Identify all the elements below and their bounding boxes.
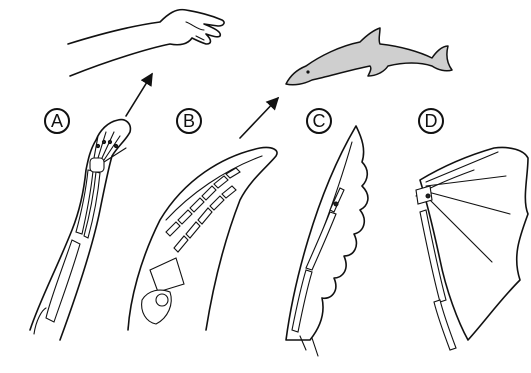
human-arm-skeleton — [30, 120, 130, 340]
arrow-to-human-arm — [126, 74, 152, 116]
label-a: A — [44, 108, 70, 134]
human-arm-outline — [68, 10, 224, 76]
label-c: C — [306, 108, 332, 134]
label-b: B — [176, 108, 202, 134]
arrow-to-dolphin — [240, 98, 278, 138]
bird-wing — [286, 126, 368, 356]
flipper-skeleton — [128, 147, 277, 330]
dolphin-outline — [286, 28, 452, 85]
label-d: D — [418, 108, 444, 134]
bat-wing — [416, 147, 528, 350]
